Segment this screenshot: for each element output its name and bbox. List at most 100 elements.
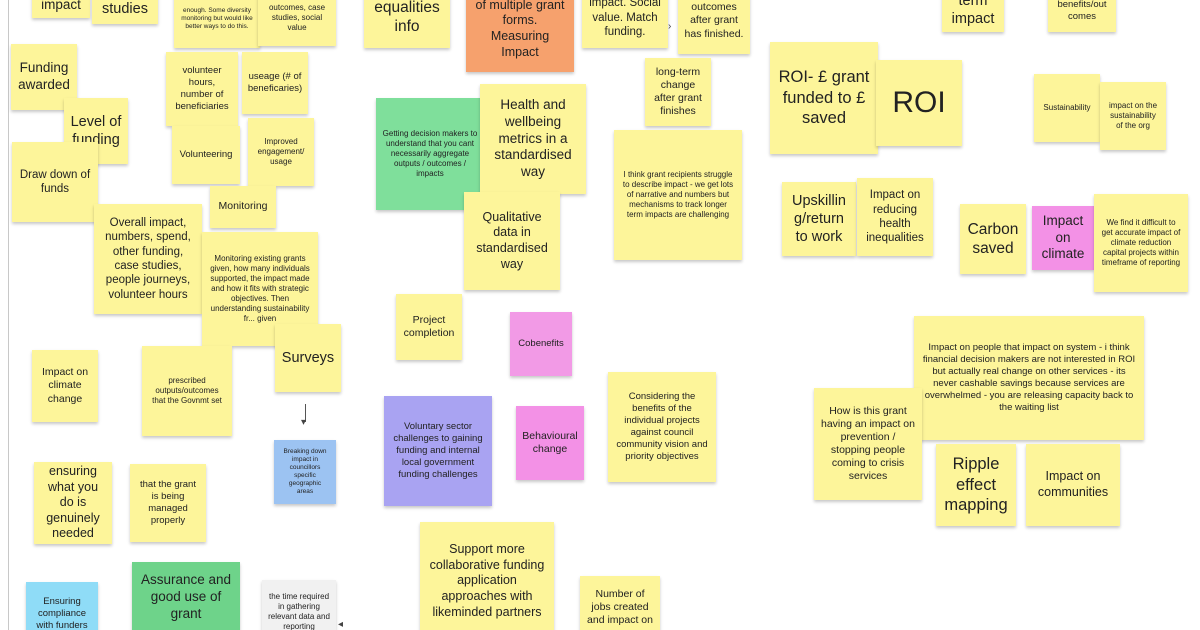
sticky-note[interactable]: Ripple effect mapping: [936, 444, 1016, 526]
sticky-note[interactable]: Assurance and good use of grant: [132, 562, 240, 630]
sticky-note[interactable]: studies: [92, 0, 158, 24]
note-text: Number of jobs created and impact on: [587, 588, 653, 627]
sticky-note[interactable]: the time required in gathering relevant …: [262, 580, 336, 630]
sticky-note[interactable]: Impact on reducing health inequalities: [857, 178, 933, 256]
sticky-note[interactable]: Sustainability: [1034, 74, 1100, 142]
note-text: impact: [41, 0, 81, 12]
sticky-note[interactable]: Cobenefits: [510, 312, 572, 376]
canvas-left-border: [8, 0, 9, 630]
note-text: Health and wellbeing metrics in a standa…: [494, 96, 572, 180]
sticky-note[interactable]: Upskillin g/return to work: [782, 182, 856, 256]
sticky-note[interactable]: Impact on people that impact on system -…: [914, 316, 1144, 440]
sticky-note[interactable]: How is this grant having an impact on pr…: [814, 388, 922, 500]
sticky-note[interactable]: Breaking down impact in councillors spec…: [274, 440, 336, 504]
sticky-note[interactable]: impact. Social value. Match funding.: [582, 0, 668, 48]
sticky-note[interactable]: of multiple grant forms. Measuring Impac…: [466, 0, 574, 72]
sticky-note[interactable]: Support more collaborative funding appli…: [420, 522, 554, 630]
sticky-note[interactable]: Carbon saved: [960, 204, 1026, 274]
connector-line: [305, 404, 306, 422]
sticky-note[interactable]: Ensuring compliance with funders: [26, 582, 98, 630]
sticky-note[interactable]: enough. Some diversity monitoring but wo…: [174, 0, 260, 48]
sticky-note[interactable]: Draw down of funds: [12, 142, 98, 222]
sticky-note[interactable]: Behavioural change: [516, 406, 584, 480]
sticky-note[interactable]: We find it difficult to get accurate imp…: [1094, 194, 1188, 292]
sticky-note[interactable]: Qualitative data in standardised way: [464, 192, 560, 290]
note-text: Impact on communities: [1037, 469, 1109, 499]
sticky-note[interactable]: outcomes after grant has finished.: [678, 0, 750, 54]
note-text: Qualitative data in standardised way: [476, 209, 548, 271]
sticky-note[interactable]: Impact on climate: [1032, 206, 1094, 270]
note-text: the time required in gathering relevant …: [268, 592, 330, 630]
sticky-note[interactable]: Health and wellbeing metrics in a standa…: [480, 84, 586, 194]
sticky-note[interactable]: Voluntary sector challenges to gaining f…: [384, 396, 492, 506]
sticky-note[interactable]: Funding awarded: [11, 44, 77, 110]
note-text: We find it difficult to get accurate imp…: [1101, 218, 1181, 267]
note-text: Cobenefits: [518, 338, 564, 350]
note-text: Volunteering: [179, 149, 233, 161]
sticky-note[interactable]: Impact on communities: [1026, 444, 1120, 526]
note-text: Impact on climate: [1041, 212, 1085, 262]
chevron-right-icon: ›: [668, 21, 672, 32]
sticky-note[interactable]: term impact: [942, 0, 1004, 32]
sticky-note[interactable]: volunteer hours, number of beneficiaries: [166, 52, 238, 126]
sticky-note[interactable]: that the grant is being managed properly: [130, 464, 206, 542]
note-text: Considering the benefits of the individu…: [616, 391, 708, 462]
sticky-note[interactable]: benefits/out comes: [1048, 0, 1116, 32]
note-text: Ensuring compliance with funders: [36, 596, 88, 630]
note-text: useage (# of beneficaries): [247, 71, 303, 94]
note-text: term impact: [951, 0, 995, 27]
note-text: volunteer hours, number of beneficiaries: [175, 65, 229, 112]
sticky-note[interactable]: useage (# of beneficaries): [242, 52, 308, 114]
sticky-note[interactable]: ROI: [876, 60, 962, 146]
note-text: Breaking down impact in councillors spec…: [283, 447, 327, 496]
note-text: Sustainability: [1043, 103, 1091, 112]
sticky-note[interactable]: ensuring what you do is genuinely needed: [34, 462, 112, 544]
note-text: Ripple effect mapping: [944, 455, 1008, 515]
note-text: equalities info: [374, 0, 440, 35]
sticky-note[interactable]: Improved engagement/ usage: [248, 118, 314, 186]
sticky-note[interactable]: impact: [32, 0, 90, 18]
sticky-note[interactable]: I think grant recipients struggle to des…: [614, 130, 742, 260]
sticky-note[interactable]: prescribed outputs/outcomes that the Gov…: [142, 346, 232, 436]
note-text: Improved engagement/ usage: [257, 137, 305, 166]
note-text: ROI: [892, 86, 946, 120]
sticky-note[interactable]: Considering the benefits of the individu…: [608, 372, 716, 482]
note-text: Draw down of funds: [19, 168, 91, 195]
sticky-note[interactable]: ROI- £ grant funded to £ saved: [770, 42, 878, 154]
note-text: Getting decision makers to understand th…: [382, 129, 478, 178]
sticky-note[interactable]: Project completion: [396, 294, 462, 360]
note-text: Project completion: [403, 313, 455, 339]
note-text: prescribed outputs/outcomes that the Gov…: [152, 376, 222, 405]
sticky-note[interactable]: Getting decision makers to understand th…: [376, 98, 484, 210]
note-text: Upskillin g/return to work: [792, 192, 846, 246]
note-text: Support more collaborative funding appli…: [429, 542, 545, 619]
note-text: Overall impact, numbers, spend, other fu…: [105, 216, 191, 301]
sticky-note[interactable]: equalities info: [364, 0, 450, 48]
note-text: Monitoring existing grants given, how ma…: [210, 254, 310, 323]
note-text: Voluntary sector challenges to gaining f…: [393, 421, 483, 480]
note-text: studies: [102, 0, 148, 17]
sticky-note[interactable]: Overall impact, numbers, spend, other fu…: [94, 204, 202, 314]
note-text: ensuring what you do is genuinely needed: [46, 463, 100, 541]
sticky-note[interactable]: Volunteering: [172, 126, 240, 184]
arrow-down-icon: ▾: [301, 417, 307, 428]
note-text: long-term change after grant finishes: [654, 65, 702, 118]
note-text: How is this grant having an impact on pr…: [821, 404, 915, 483]
note-text: Funding awarded: [18, 60, 70, 92]
sticky-note[interactable]: Monitoring: [210, 186, 276, 228]
sticky-note[interactable]: impact on the sustainability of the org: [1100, 82, 1166, 150]
note-text: Carbon saved: [967, 220, 1019, 257]
sticky-note[interactable]: Surveys: [275, 324, 341, 392]
sticky-note[interactable]: Impact on climate change: [32, 350, 98, 422]
sticky-note[interactable]: long-term change after grant finishes: [645, 58, 711, 126]
sticky-note[interactable]: Number of jobs created and impact on: [580, 576, 660, 630]
note-text: outcomes after grant has finished.: [684, 1, 744, 40]
note-text: benefits/out comes: [1057, 0, 1107, 22]
note-text: impact on the sustainability of the org: [1108, 101, 1158, 130]
note-text: of multiple grant forms. Measuring Impac…: [475, 0, 565, 59]
sticky-note[interactable]: outcomes, case studies, social value: [258, 0, 336, 46]
note-text: Monitoring: [218, 200, 268, 213]
note-text: I think grant recipients struggle to des…: [622, 170, 734, 219]
note-text: that the grant is being managed properly: [140, 479, 196, 526]
